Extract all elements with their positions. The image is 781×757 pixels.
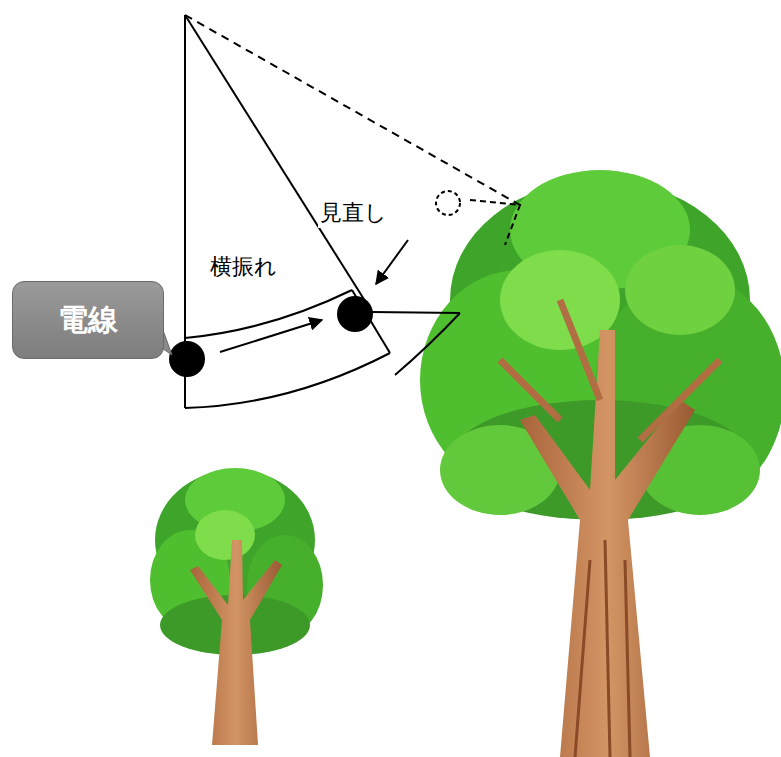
- callout-text: 電線: [58, 300, 118, 341]
- small-tree: [150, 468, 323, 745]
- callout-box: 電線: [12, 281, 164, 359]
- large-tree: [420, 170, 781, 757]
- diagram-label: 見直し: [318, 198, 389, 228]
- diagram-label: 横振れ: [208, 252, 279, 282]
- wire-dot: [337, 296, 373, 332]
- wire-dot: [169, 341, 205, 377]
- swing-diagram: [185, 15, 520, 408]
